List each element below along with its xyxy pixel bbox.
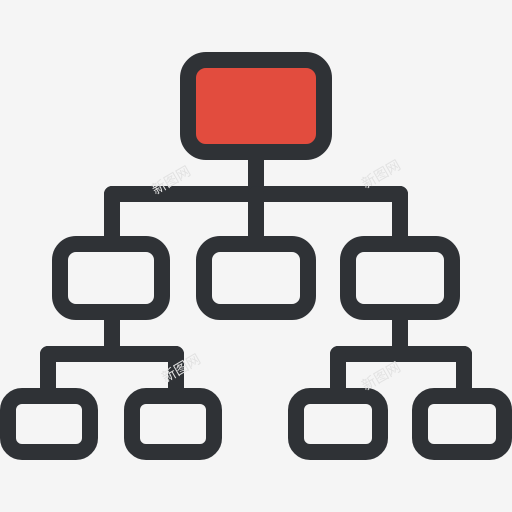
- node-leaf-2: [124, 388, 222, 460]
- chart-nodes: [0, 52, 512, 460]
- node-mid-right: [340, 236, 460, 320]
- node-mid-center: [196, 236, 316, 320]
- node-mid-left: [52, 236, 170, 320]
- node-root: [180, 52, 332, 160]
- node-leaf-3: [288, 388, 388, 460]
- node-leaf-4: [412, 388, 512, 460]
- node-leaf-1: [0, 388, 98, 460]
